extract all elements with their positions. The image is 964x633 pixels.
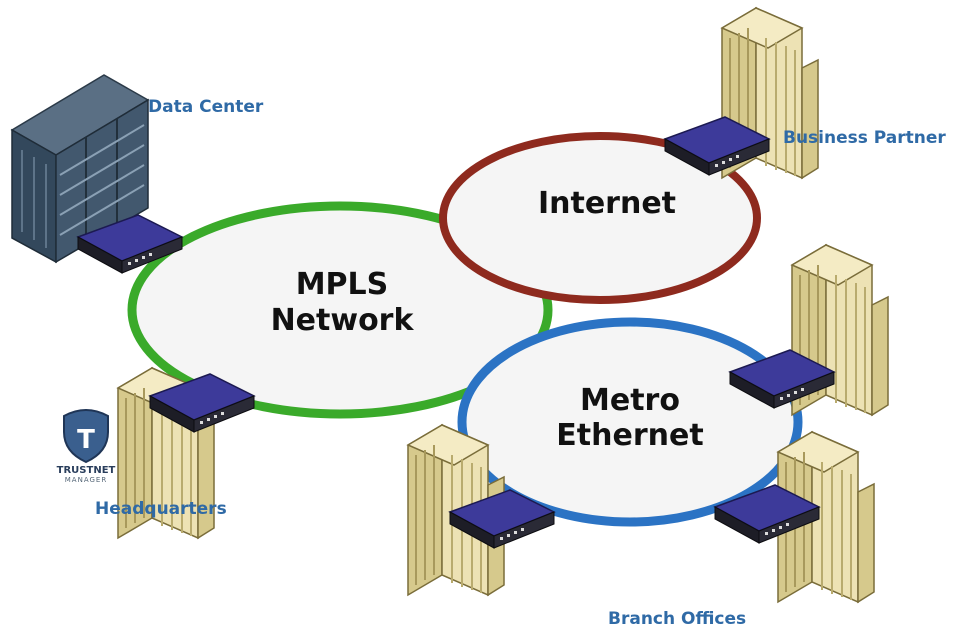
metro-ethernet-network-ellipse — [457, 317, 803, 527]
business-partner-label: Business Partner — [783, 128, 946, 148]
mpls-label-line2: Network — [271, 303, 415, 338]
headquarters-label: Headquarters — [95, 499, 227, 519]
internet-network-ellipse — [439, 132, 761, 304]
trustnet-logo: T TRUSTNET MANAGER — [57, 409, 116, 484]
mpls-label-line1: MPLS — [296, 267, 389, 302]
metro-label-line2: Ethernet — [556, 418, 703, 453]
logo-brand: TRUSTNET — [57, 465, 116, 476]
internet-label: Internet — [538, 186, 676, 221]
shield-icon — [63, 409, 109, 464]
metro-label-line1: Metro — [580, 383, 680, 418]
logo-sub: MANAGER — [65, 476, 107, 484]
mpls-network-ellipse — [127, 201, 553, 419]
branch-offices-label: Branch Offices — [608, 609, 746, 629]
logo-letter: T — [77, 425, 95, 455]
data-center-label: Data Center — [148, 97, 264, 117]
